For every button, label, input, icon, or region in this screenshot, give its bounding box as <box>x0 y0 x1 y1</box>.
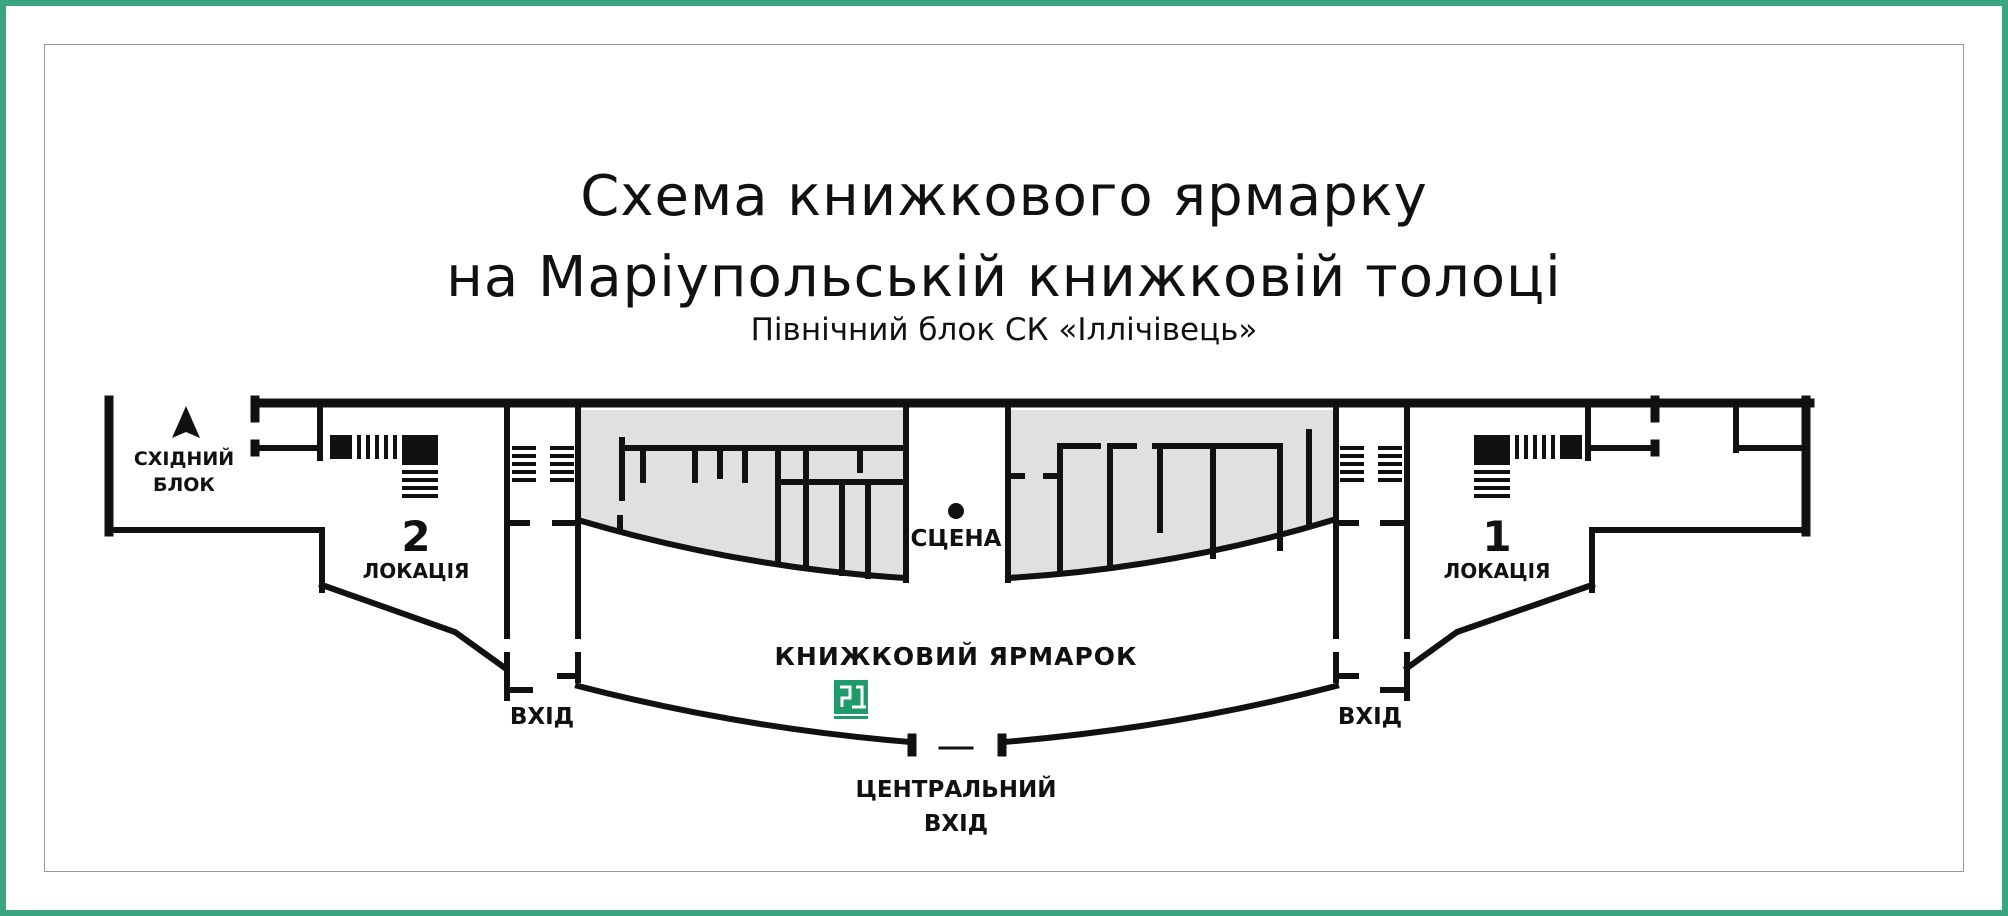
map-title-line1: Схема книжкового ярмарку <box>580 164 1428 229</box>
left-stage-room <box>581 410 906 578</box>
location-1-number: 1 <box>1482 512 1511 561</box>
book-fair-logo-icon <box>834 680 868 719</box>
stage-label: СЦЕНА <box>911 526 1002 552</box>
location-2-label: ЛОКАЦІЯ <box>363 559 470 583</box>
book-fair-label: КНИЖКОВИЙ ЯРМАРОК <box>775 642 1138 671</box>
stage-dot-icon <box>948 503 964 519</box>
north-arrow-icon <box>172 406 200 438</box>
location-1-label: ЛОКАЦІЯ <box>1444 559 1551 583</box>
shaded-rooms <box>581 410 1333 578</box>
east-block-label-2: БЛОК <box>153 474 215 496</box>
entrance-right-label: ВХІД <box>1338 704 1402 730</box>
walls <box>104 395 1815 757</box>
stairs-icon <box>1340 435 1582 498</box>
map-subtitle: Північний блок СК «Іллічівець» <box>750 312 1258 348</box>
location-2-number: 2 <box>401 512 430 561</box>
entrance-left-label: ВХІД <box>510 704 574 730</box>
map-title-line2: на Маріупольській книжковій толоці <box>446 245 1562 310</box>
stairs-icon <box>330 435 574 498</box>
central-entrance-label-2: ВХІД <box>924 811 988 837</box>
east-block-label: СХІДНИЙ <box>134 447 234 470</box>
central-entrance-label: ЦЕНТРАЛЬНИЙ <box>855 775 1056 803</box>
inner-border <box>44 44 1964 872</box>
right-stage-room <box>1008 410 1333 578</box>
